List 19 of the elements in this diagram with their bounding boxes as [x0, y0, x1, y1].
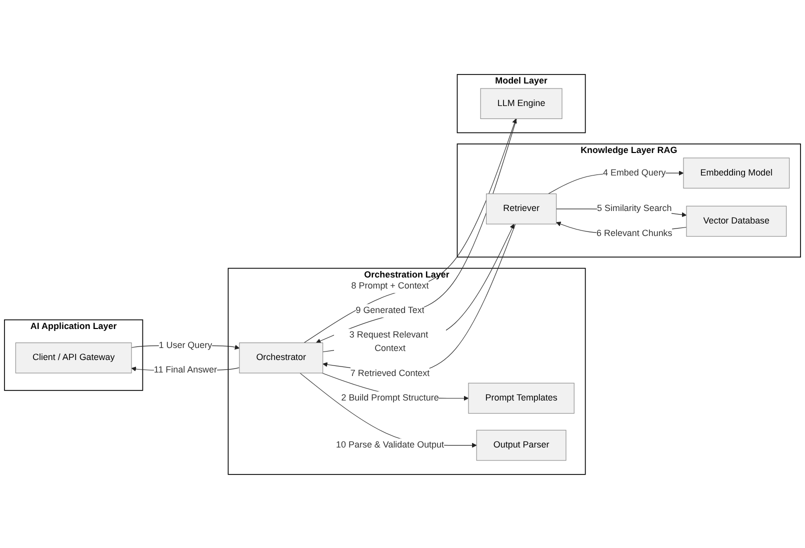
node-box: Client / API Gateway	[15, 342, 132, 373]
node-box: Prompt Templates	[468, 382, 574, 414]
node-box: Embedding Model	[683, 157, 790, 188]
node-box: Retriever	[486, 193, 557, 224]
edge-label: 1 User Query	[158, 340, 212, 350]
edge-label: 2 Build Prompt Structure	[341, 392, 439, 402]
edge-label: 10 Parse & Validate Output	[336, 440, 444, 450]
edge-label: 7 Retrieved Context	[350, 368, 430, 378]
node-box: Orchestrator	[239, 342, 324, 373]
edge-label: 3 Request Relevant Context	[349, 330, 428, 353]
edge-label: 11 Final Answer	[154, 364, 217, 374]
edge-label: 6 Relevant Chunks	[596, 228, 672, 238]
node-box: LLM Engine	[480, 88, 562, 119]
edge-label: 4 Embed Query	[603, 168, 666, 178]
edge-label: 8 Prompt + Context	[351, 280, 429, 290]
edge-label: 5 Similarity Search	[597, 203, 672, 213]
edge-label: 9 Generated Text	[356, 305, 424, 315]
node-box: Output Parser	[476, 429, 566, 460]
node-box: Vector Database	[686, 205, 787, 236]
